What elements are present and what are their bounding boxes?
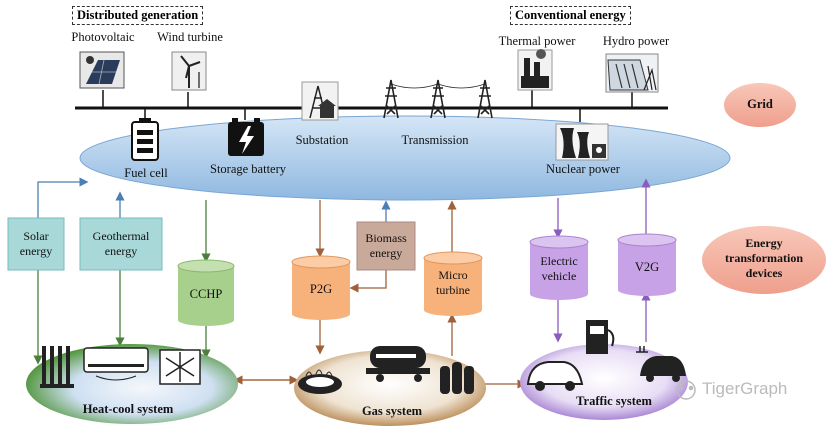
geothermal-energy-l1: Geothermal	[92, 229, 150, 243]
grid-legend-shape	[724, 83, 796, 127]
v2g-label: V2G	[634, 260, 660, 274]
thermal-power-label: Thermal power	[498, 34, 576, 48]
charging-station-icon	[586, 320, 615, 354]
biomass-box-shape	[356, 221, 416, 271]
charging-car-icon	[636, 346, 686, 382]
conventional-energy-label: Conventional energy	[510, 6, 631, 25]
solar-energy-l1: Solar	[23, 229, 49, 243]
substation-icon	[301, 81, 339, 121]
devices-legend-shape	[702, 226, 826, 294]
hydro-power-icon	[605, 53, 659, 93]
transmission-towers-icon	[383, 79, 493, 119]
storage-battery-icon	[228, 118, 264, 156]
distributed-generation-label: Distributed generation	[72, 6, 204, 25]
grid-legend: Grid	[747, 97, 773, 111]
v2g-cylinder	[617, 233, 677, 296]
fridge-snowflake-icon	[159, 349, 201, 385]
photovoltaic-label: Photovoltaic	[71, 30, 135, 44]
p2g-cylinder	[291, 255, 351, 320]
biomass-energy-l2: energy	[369, 246, 403, 260]
hydro-power-label: Hydro power	[602, 34, 670, 48]
transmission-label: Transmission	[401, 133, 469, 147]
wind-turbine-label: Wind turbine	[157, 30, 223, 44]
ev-cylinder	[529, 235, 589, 300]
solar-energy-l2: energy	[19, 244, 53, 258]
gas-system-label: Gas system	[361, 404, 423, 418]
biomass-energy-l1: Biomass	[365, 231, 407, 245]
tigergraph-logo-icon	[676, 380, 696, 400]
heat-cool-system-label: Heat-cool system	[82, 402, 174, 416]
cchp-cylinder	[177, 259, 235, 326]
radiator-icon	[40, 346, 74, 388]
nuclear-power-icon	[555, 123, 609, 161]
devices-legend-l2: transformation	[725, 251, 803, 265]
p2g-label: P2G	[309, 282, 333, 296]
geothermal-energy-l2: energy	[104, 244, 138, 258]
electric-car-icon	[526, 361, 584, 391]
air-conditioner-icon	[83, 347, 149, 381]
micro-turbine-l2: turbine	[436, 283, 470, 297]
devices-legend-l3: devices	[745, 266, 783, 280]
thermal-power-icon	[517, 49, 553, 91]
traffic-system-label: Traffic system	[576, 394, 652, 408]
gas-ellipse	[294, 350, 486, 426]
micro-turbine-cylinder	[423, 251, 483, 316]
substation-label: Substation	[295, 133, 349, 147]
photovoltaic-icon	[79, 51, 125, 89]
storage-battery-label: Storage battery	[209, 162, 287, 176]
watermark: TigerGraph	[702, 379, 788, 398]
gas-tanker-icon	[366, 346, 430, 382]
micro-turbine-l1: Micro	[438, 268, 468, 282]
geothermal-box-shape	[79, 217, 163, 271]
gas-cylinders-icon	[440, 362, 474, 394]
nuclear-power-label: Nuclear power	[546, 162, 620, 176]
solar-box-shape	[7, 217, 65, 271]
gas-flame-icon	[298, 369, 342, 394]
fuel-cell-icon	[131, 118, 159, 161]
fuel-cell-label: Fuel cell	[124, 166, 168, 180]
electric-vehicle-l1: Electric	[540, 254, 578, 268]
cchp-label: CCHP	[189, 287, 223, 301]
grid-ellipse	[79, 115, 731, 201]
electric-vehicle-l2: vehicle	[541, 269, 577, 283]
wind-turbine-icon	[171, 51, 207, 91]
devices-legend-l1: Energy	[745, 236, 783, 250]
